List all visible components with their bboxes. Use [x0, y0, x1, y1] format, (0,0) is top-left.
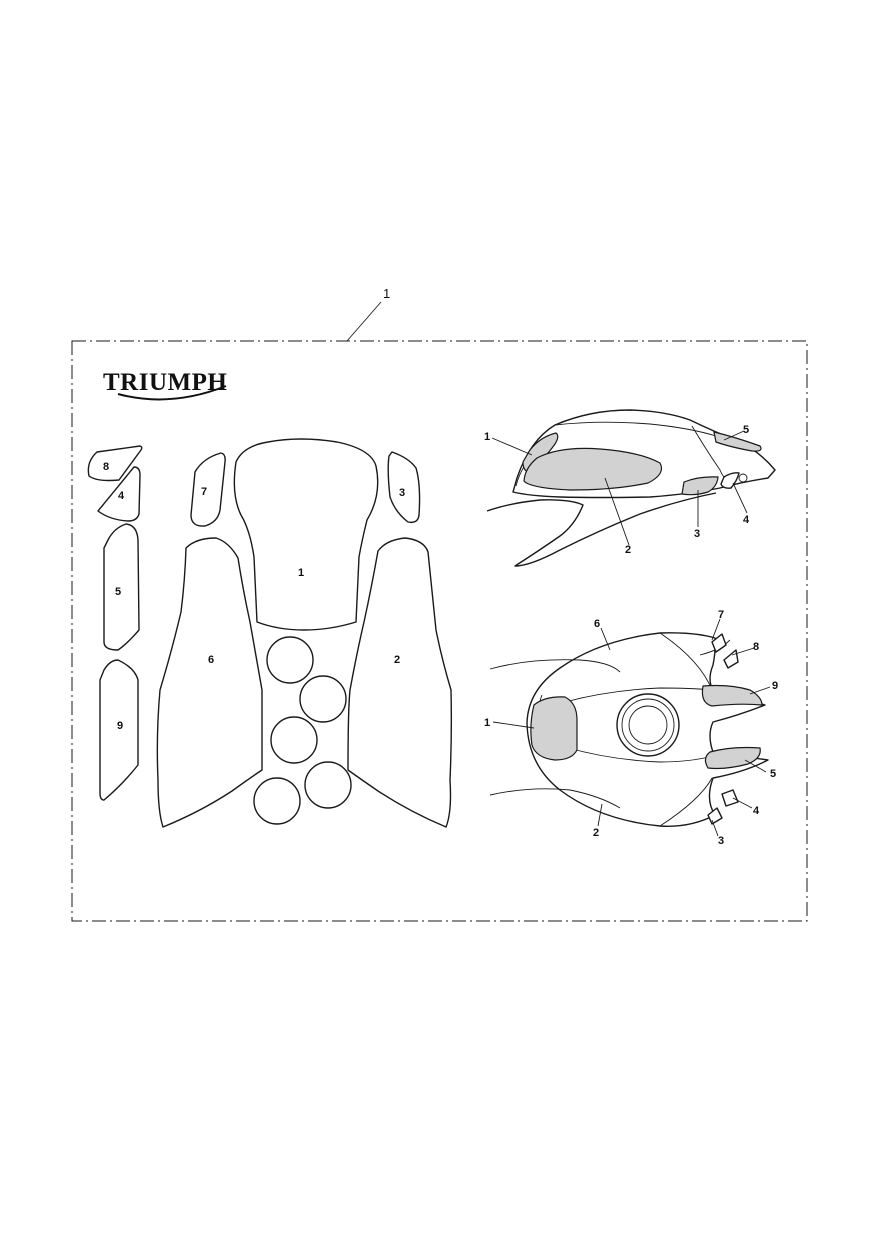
top-pad-1 [530, 696, 578, 761]
pad-2-label: 2 [394, 654, 400, 666]
top-pad-7 [711, 633, 727, 653]
top-pad-8 [723, 649, 739, 669]
pad-1-shape [233, 438, 379, 631]
top-label-8: 8 [753, 641, 759, 653]
side-pad-5 [713, 431, 762, 452]
pad-4-label: 4 [118, 490, 125, 502]
side-pad-1 [522, 432, 559, 473]
pad-2-shape [347, 537, 453, 828]
side-label-2: 2 [625, 544, 631, 556]
top-label-2: 2 [593, 827, 599, 839]
top-label-6: 6 [594, 618, 600, 630]
fuel-cap-inner [628, 705, 668, 745]
pad-9-shape [99, 659, 139, 801]
side-pad-2 [523, 447, 663, 491]
fuel-cap-outer [616, 693, 680, 757]
tank-top-view: 6 7 8 9 1 5 4 3 2 [484, 609, 778, 847]
pad-8-label: 8 [103, 461, 109, 473]
pad-5-shape [103, 523, 140, 651]
side-pad-4 [720, 472, 740, 489]
tank-side-view: 1 2 3 4 5 [484, 409, 776, 567]
side-label-3: 3 [694, 528, 700, 540]
pad-3-label: 3 [399, 487, 405, 499]
round-pad-5 [253, 777, 301, 825]
tank-side-body [512, 409, 776, 499]
pad-sheet: 8 4 5 9 7 3 1 6 2 [87, 438, 453, 828]
pad-7-shape [190, 452, 226, 527]
pad-6-shape [156, 537, 263, 828]
top-pad-9 [701, 684, 763, 707]
side-pad-3 [681, 476, 719, 496]
top-label-9: 9 [772, 680, 778, 692]
top-pad-4 [721, 789, 739, 807]
top-label-5: 5 [770, 768, 776, 780]
assembly-callout-leader [346, 301, 382, 342]
side-label-5: 5 [743, 424, 749, 436]
top-label-4: 4 [753, 805, 760, 817]
kit-boundary-frame [71, 340, 808, 922]
pad-7-label: 7 [201, 486, 207, 498]
pad-3-shape [387, 451, 421, 524]
triumph-logo: TRIUMPH [103, 369, 227, 401]
pad-8-shape [87, 445, 143, 482]
assembly-callout-number: 1 [383, 286, 390, 301]
top-pad-5 [704, 746, 761, 770]
round-pad-1 [266, 636, 314, 684]
pad-6-label: 6 [208, 654, 214, 666]
top-label-1: 1 [484, 717, 490, 729]
pad-9-label: 9 [117, 720, 123, 732]
triumph-logo-text: TRIUMPH [103, 369, 227, 396]
round-pad-2 [299, 675, 347, 723]
side-label-4: 4 [743, 514, 750, 526]
round-pad-3 [270, 716, 318, 764]
top-pad-3 [707, 807, 723, 825]
top-label-7: 7 [718, 609, 724, 621]
pad-4-shape [97, 466, 141, 522]
round-pad-4 [304, 761, 352, 809]
side-label-1: 1 [484, 431, 490, 443]
tank-side-lower-panel [486, 492, 717, 567]
fuel-cap-ring [621, 698, 675, 752]
top-label-3: 3 [718, 835, 724, 847]
pad-5-label: 5 [115, 586, 121, 598]
pad-1-label: 1 [298, 567, 304, 579]
